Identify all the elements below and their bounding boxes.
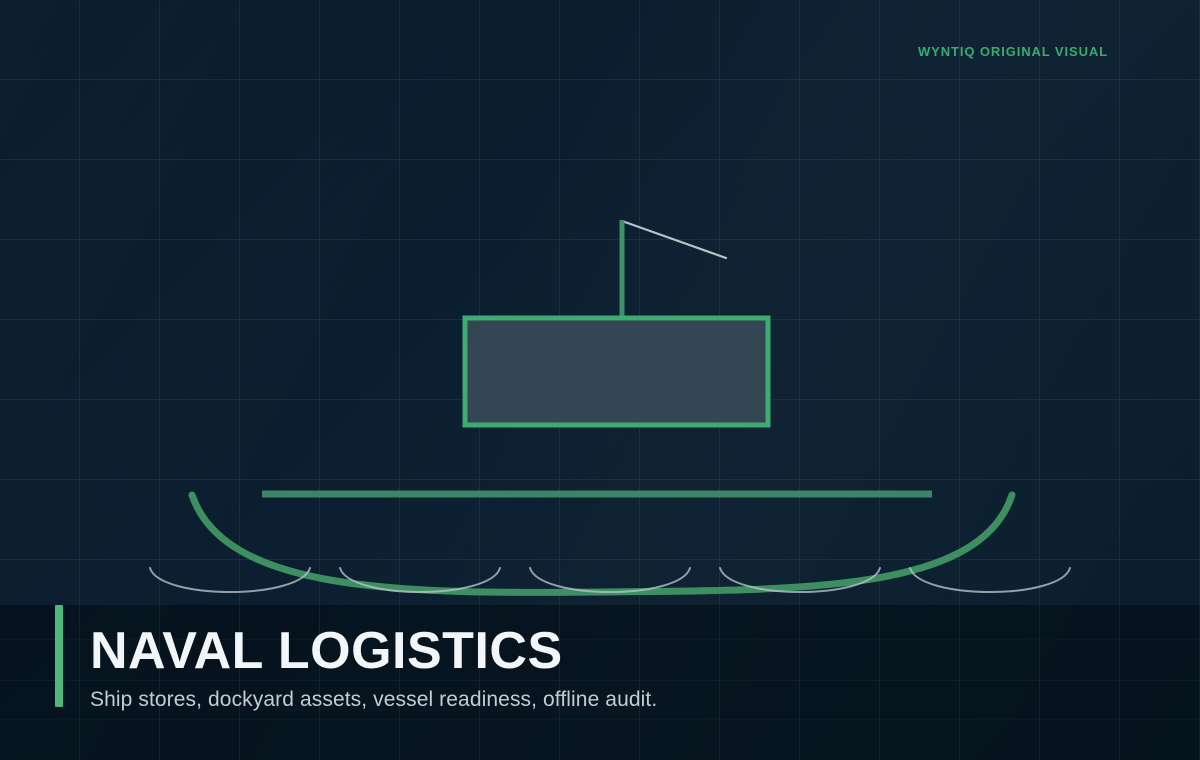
- hull-curve-icon: [188, 491, 1016, 596]
- page-title: NAVAL LOGISTICS: [90, 622, 563, 680]
- cabin-block-icon: [462, 315, 771, 428]
- rigging-line-icon: [620, 219, 728, 260]
- accent-bar: [55, 605, 63, 707]
- watermark-badge: WYNTIQ ORIGINAL VISUAL: [917, 44, 1108, 59]
- wave-arcs-icon: [149, 567, 1071, 593]
- page-subtitle: Ship stores, dockyard assets, vessel rea…: [90, 688, 658, 711]
